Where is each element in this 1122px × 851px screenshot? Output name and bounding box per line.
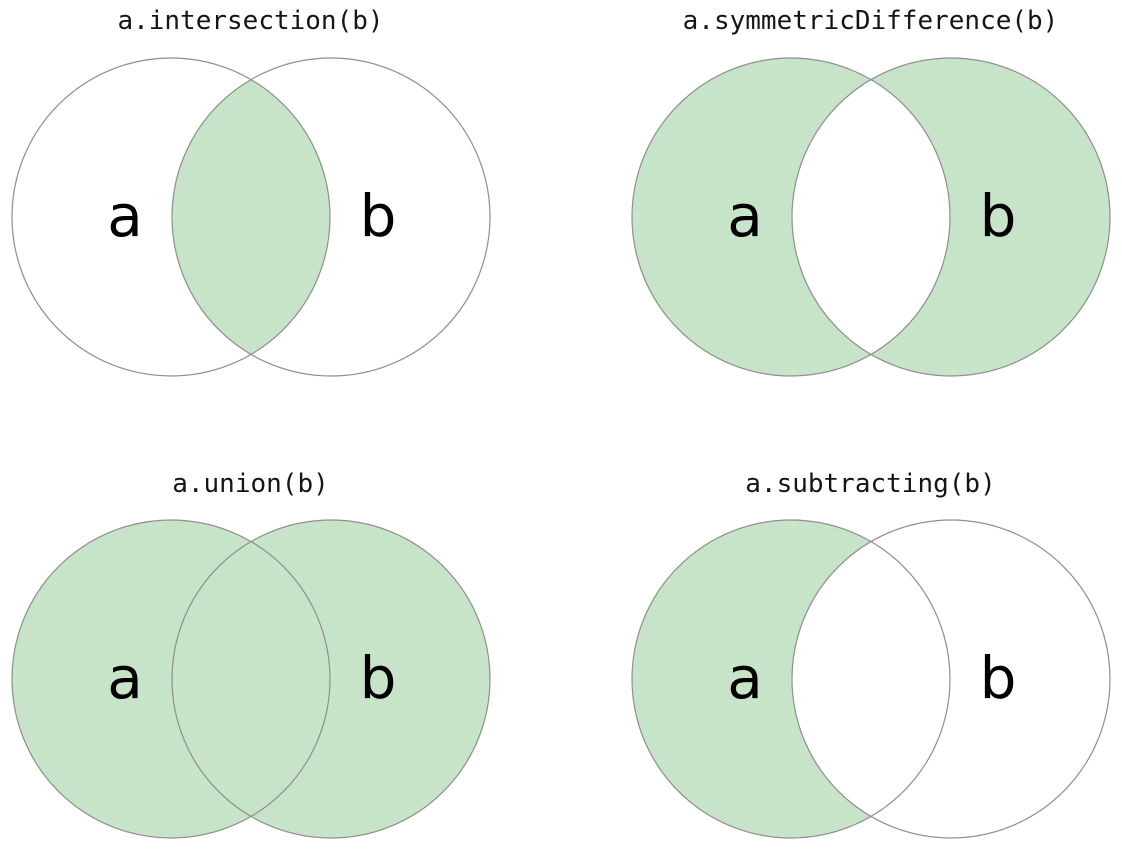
- intersection-region-fill: [791, 58, 950, 376]
- circle-b-outline: [790, 57, 1111, 377]
- panel-title: a.symmetricDifference(b): [682, 6, 1059, 36]
- venn-diagram-symmetric-difference: a b: [630, 57, 1111, 377]
- circle-a-outline: [10, 57, 331, 377]
- circle-b-outline: [170, 519, 491, 839]
- intersection-region-fill: [171, 520, 330, 838]
- panel-title: a.subtracting(b): [745, 469, 996, 499]
- venn-diagram-intersection: a b: [10, 57, 491, 377]
- set-label-a: a: [107, 182, 143, 250]
- set-label-b: b: [359, 644, 396, 712]
- panel-title: a.union(b): [172, 469, 329, 499]
- set-label-b: b: [979, 182, 1016, 250]
- circle-a-outline: [630, 519, 951, 839]
- venn-diagram-subtracting: a b: [630, 519, 1111, 839]
- panel-union: a.union(b) a b: [0, 435, 531, 851]
- panel-title: a.intersection(b): [117, 6, 384, 36]
- venn-diagram-union: a b: [10, 519, 491, 839]
- set-label-b: b: [359, 182, 396, 250]
- panel-subtracting: a.subtracting(b) a b: [590, 435, 1122, 851]
- intersection-region-fill: [171, 58, 330, 376]
- circle-a-outline: [630, 57, 951, 377]
- panel-intersection: a.intersection(b) a b: [0, 0, 531, 435]
- set-label-a: a: [727, 644, 763, 712]
- intersection-region-fill: [791, 520, 950, 838]
- set-label-a: a: [727, 182, 763, 250]
- set-label-b: b: [979, 644, 1016, 712]
- set-label-a: a: [107, 644, 143, 712]
- panel-symmetric-difference: a.symmetricDifference(b) a b: [590, 0, 1122, 435]
- circle-b-outline: [170, 57, 491, 377]
- circle-b-outline: [790, 519, 1111, 839]
- circle-a-outline: [10, 519, 331, 839]
